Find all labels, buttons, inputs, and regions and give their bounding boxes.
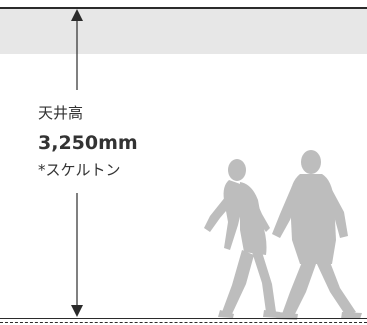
arrow-down-icon <box>71 305 83 317</box>
arrow-up-icon <box>71 9 83 21</box>
floor-line <box>0 318 367 319</box>
ceiling-height-title: 天井高 <box>38 104 84 122</box>
ceiling-height-value: 3,250mm <box>38 132 138 154</box>
ceiling-line <box>0 7 367 9</box>
woman-silhouette <box>204 159 280 318</box>
floor-dashed-line <box>0 322 367 323</box>
ceiling-height-label: 天井高 3,250mm *スケルトン <box>38 102 138 181</box>
ceiling-height-note: *スケルトン <box>38 161 121 179</box>
man-silhouette <box>272 150 362 320</box>
ceiling-band <box>0 9 367 54</box>
